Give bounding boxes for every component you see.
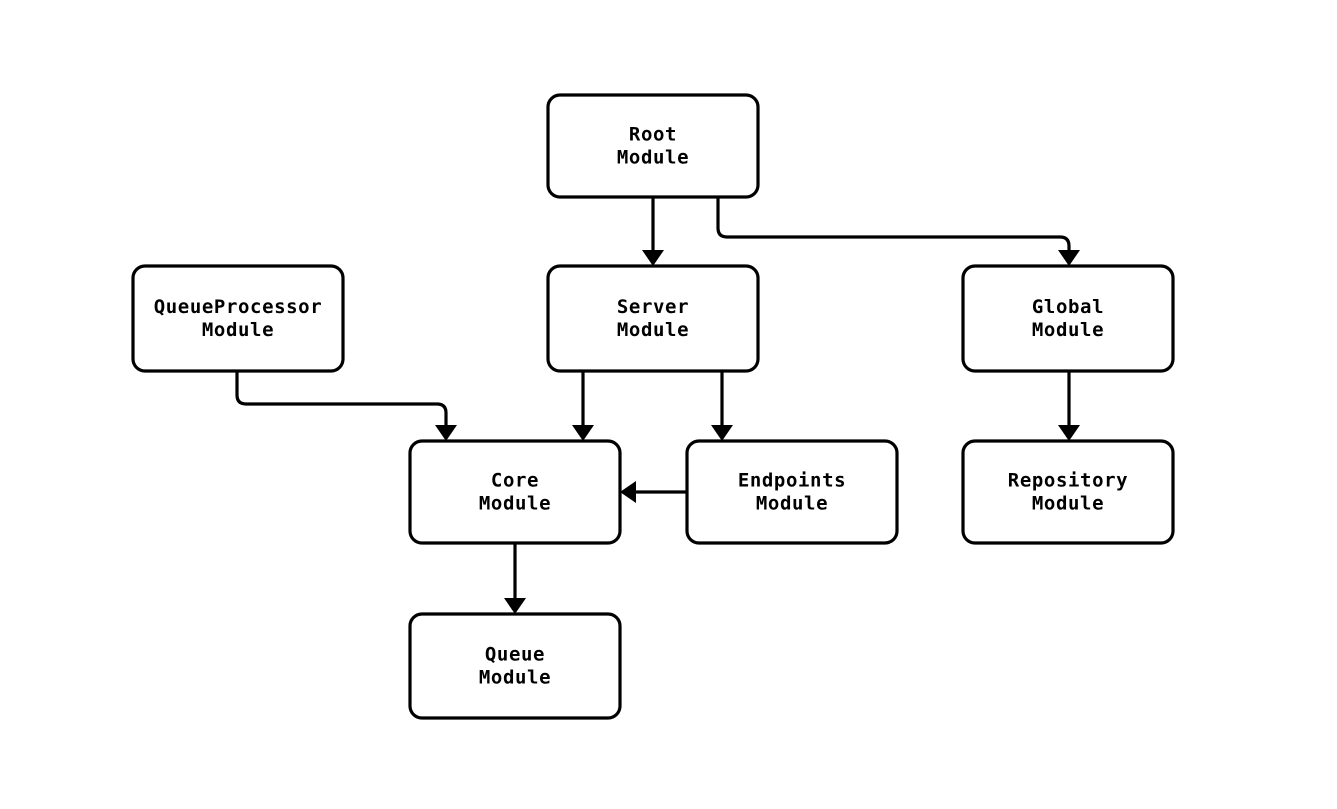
node-label-line1: QueueProcessor [154, 296, 323, 318]
node-label-line2: Module [756, 493, 828, 515]
node-label-line2: Module [617, 147, 689, 169]
edge-arrowhead [435, 425, 457, 441]
edge-arrowhead [1058, 250, 1080, 266]
edge-arrowhead [572, 425, 594, 441]
node-label-line2: Module [1032, 493, 1104, 515]
edge-global-to-repository [1058, 371, 1080, 441]
node-label-line1: Repository [1008, 470, 1128, 492]
edge-arrowhead [711, 425, 733, 441]
edge-core-to-queue [504, 543, 526, 614]
node-box[interactable] [408, 612, 622, 720]
node-label-line1: Core [491, 470, 539, 492]
edge-arrowhead [504, 598, 526, 614]
node-box[interactable] [408, 439, 622, 545]
edge-server-to-core [572, 371, 594, 441]
node-label-line2: Module [1032, 319, 1104, 341]
edge-server-to-endpoints [711, 371, 733, 441]
node-label-line1: Queue [485, 644, 545, 666]
node-label-line1: Root [629, 124, 677, 146]
edge-root-to-server [642, 197, 664, 266]
node-box[interactable] [131, 264, 345, 373]
node-box[interactable] [546, 264, 760, 373]
node-box[interactable] [685, 439, 899, 545]
node-label-line1: Server [617, 296, 689, 318]
node-box[interactable] [546, 93, 760, 199]
edge-endpoints-to-core [620, 481, 687, 503]
edge-line [716, 197, 1071, 257]
node-label-line2: Module [479, 493, 551, 515]
edge-arrowhead [1058, 425, 1080, 441]
node-box[interactable] [961, 264, 1175, 373]
edge-root-to-global [716, 197, 1080, 266]
nodes-layer: RootModuleQueueProcessorModuleServerModu… [131, 93, 1175, 720]
node-label-line2: Module [617, 319, 689, 341]
edges-layer [235, 197, 1080, 614]
edge-line [235, 371, 448, 432]
edge-queueprocessor-to-core [235, 371, 457, 441]
node-label-line1: Global [1032, 296, 1104, 318]
edge-arrowhead [642, 250, 664, 266]
node-label-line2: Module [479, 667, 551, 689]
node-box[interactable] [961, 439, 1175, 545]
node-label-line1: Endpoints [738, 470, 846, 492]
edge-arrowhead [620, 481, 636, 503]
node-label-line2: Module [202, 319, 274, 341]
